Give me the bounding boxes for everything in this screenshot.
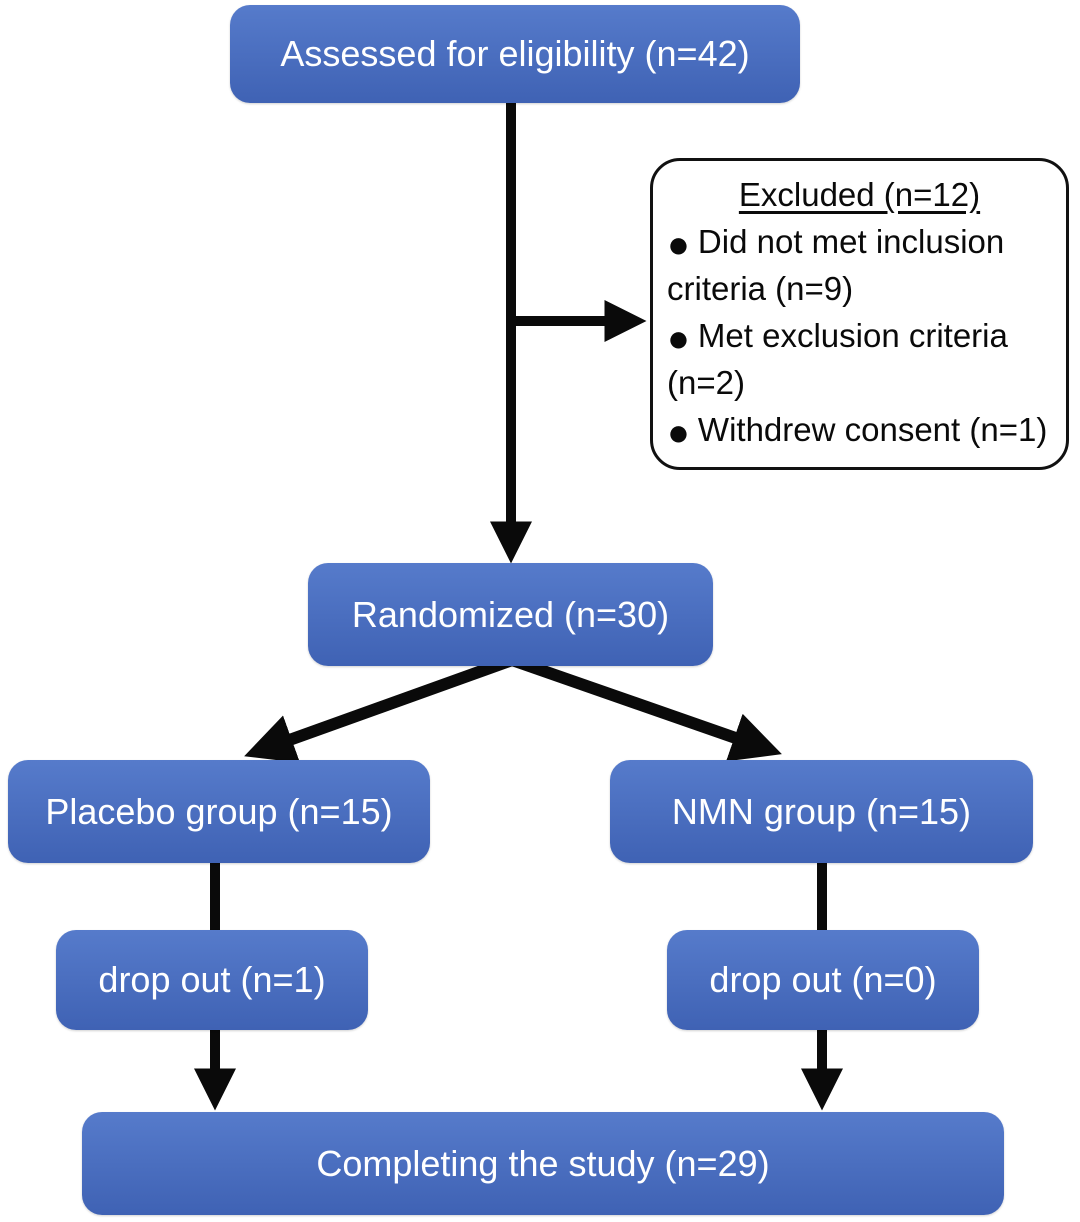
- excluded-item: ●Met exclusion criteria (n=2): [667, 312, 1052, 406]
- excluded-item-text: Withdrew consent (n=1): [697, 411, 1048, 448]
- bullet-icon: ●: [667, 411, 690, 454]
- node-nmn-dropout-label: drop out (n=0): [709, 959, 937, 1001]
- excluded-item-text: Did not met inclusion criteria (n=9): [667, 223, 1005, 307]
- node-nmn-label: NMN group (n=15): [671, 790, 972, 832]
- node-randomized: Randomized (n=30): [308, 563, 713, 666]
- node-placebo-dropout: drop out (n=1): [56, 930, 368, 1030]
- excluded-title: Excluded (n=12): [738, 176, 981, 213]
- bullet-icon: ●: [667, 223, 690, 266]
- arrow-randomized-to-placebo: [244, 654, 515, 763]
- arrow-randomized-to-nmn: [510, 654, 782, 762]
- node-completing-study: Completing the study (n=29): [82, 1112, 1004, 1215]
- node-randomized-label: Randomized (n=30): [351, 593, 670, 635]
- node-excluded: Excluded (n=12) ●Did not met inclusion c…: [650, 158, 1069, 470]
- node-nmn-dropout: drop out (n=0): [667, 930, 979, 1030]
- node-assessed-for-eligibility: Assessed for eligibility (n=42): [230, 5, 800, 103]
- node-nmn-group: NMN group (n=15): [610, 760, 1033, 863]
- excluded-item: ●Did not met inclusion criteria (n=9): [667, 218, 1052, 312]
- node-placebo-group: Placebo group (n=15): [8, 760, 430, 863]
- excluded-item: ●Withdrew consent (n=1): [667, 406, 1052, 453]
- excluded-item-text: Met exclusion criteria (n=2): [667, 317, 1008, 401]
- node-placebo-dropout-label: drop out (n=1): [98, 959, 326, 1001]
- bullet-icon: ●: [667, 317, 690, 360]
- node-completed-label: Completing the study (n=29): [316, 1142, 770, 1184]
- node-placebo-label: Placebo group (n=15): [45, 790, 393, 832]
- node-assessed-label: Assessed for eligibility (n=42): [280, 33, 750, 75]
